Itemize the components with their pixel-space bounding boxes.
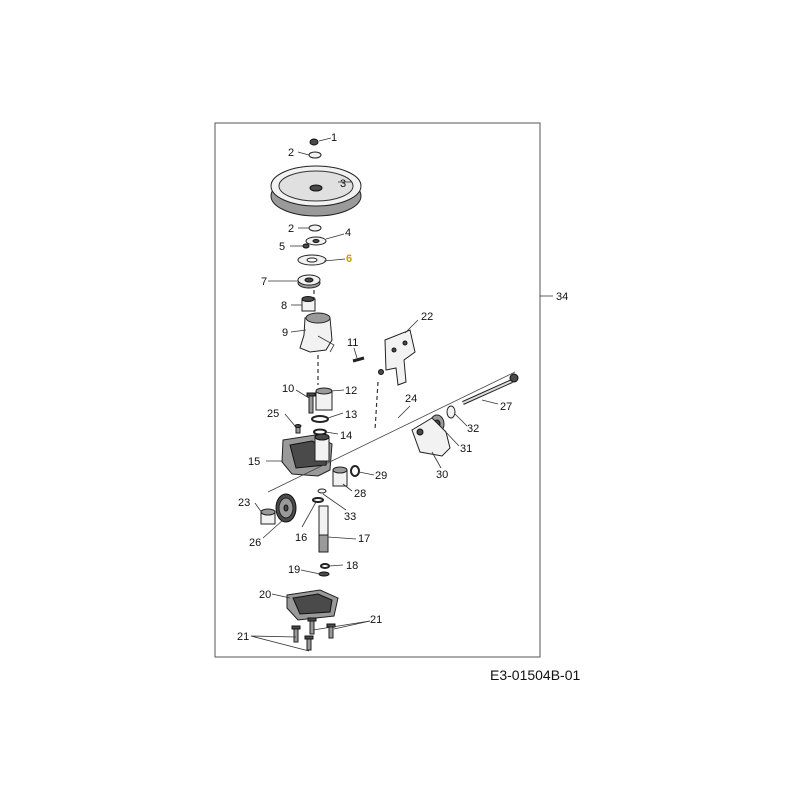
- part-11-pin: [352, 356, 365, 363]
- callout-19: 19: [288, 564, 300, 576]
- leader-lines: [250, 137, 553, 652]
- callout-10: 10: [282, 383, 294, 395]
- callout-24: 24: [405, 393, 417, 405]
- part-21-bolts: [291, 617, 336, 651]
- part-3-pulley: [270, 165, 362, 217]
- callout-15: 15: [248, 456, 260, 468]
- part-32-washer: [446, 405, 456, 419]
- callout-27: 27: [500, 401, 512, 413]
- part-1-nut: [309, 138, 319, 146]
- part-9-housing: [299, 312, 335, 353]
- callout-5: 5: [279, 241, 285, 253]
- part-16-ring: [312, 497, 324, 503]
- callout-29: 29: [375, 470, 387, 482]
- part-33-washer: [317, 488, 327, 494]
- callout-33: 33: [344, 511, 356, 523]
- diagram-frame: [214, 122, 541, 658]
- callout-7: 7: [261, 276, 267, 288]
- part-2-washer-lower: [308, 224, 322, 232]
- callout-32: 32: [467, 423, 479, 435]
- reference-code: E3-01504B-01: [490, 667, 581, 683]
- callout-18: 18: [346, 560, 358, 572]
- callout-12: 12: [345, 385, 357, 397]
- callout-34: 34: [556, 291, 568, 303]
- callout-labels: 1 2 3 2 4 5 6 7 8 9 11 22 34 10 12 24 27…: [237, 132, 568, 643]
- part-28-bushing: [332, 466, 348, 487]
- callout-30: 30: [436, 469, 448, 481]
- callout-16: 16: [295, 532, 307, 544]
- part-19-washer: [318, 571, 330, 577]
- callout-31: 31: [460, 443, 472, 455]
- callout-8: 8: [281, 300, 287, 312]
- axis-line-bracket: [374, 381, 379, 431]
- callout-20: 20: [259, 589, 271, 601]
- part-10-bolt: [306, 392, 316, 414]
- callout-26: 26: [249, 537, 261, 549]
- part-7-bearing: [297, 274, 321, 289]
- callout-23: 23: [238, 497, 250, 509]
- callout-25: 25: [267, 408, 279, 420]
- callout-4: 4: [345, 227, 351, 239]
- part-17-worm-shaft: [318, 505, 329, 553]
- callout-3: 3: [340, 178, 346, 190]
- callout-9: 9: [282, 327, 288, 339]
- part-6-washer: [297, 254, 327, 266]
- part-18-ring: [320, 563, 330, 569]
- callout-6: 6: [346, 253, 352, 265]
- part-20-lower-housing: [286, 589, 339, 621]
- callout-1: 1: [331, 132, 337, 144]
- part-27-shaft: [462, 373, 519, 405]
- part-29-ring: [350, 465, 360, 477]
- part-15-gearbox: [281, 433, 333, 477]
- callout-22: 22: [421, 311, 433, 323]
- part-30-plate: [411, 417, 451, 457]
- callout-28: 28: [354, 488, 366, 500]
- callout-2-lower: 2: [288, 223, 294, 235]
- part-4-spacer: [305, 236, 327, 246]
- part-2-washer-top: [308, 151, 322, 159]
- part-22-bracket: [378, 329, 416, 386]
- part-26-gear: [275, 493, 297, 523]
- part-12-sleeve: [315, 387, 333, 411]
- callout-11: 11: [347, 337, 358, 349]
- axis-line-24: [267, 371, 516, 493]
- part-13-oring: [311, 415, 329, 423]
- part-8-bushing: [301, 296, 316, 312]
- callout-21-right: 21: [370, 614, 382, 626]
- callout-21-left: 21: [237, 631, 249, 643]
- part-25-screw: [294, 424, 302, 434]
- callout-17: 17: [358, 533, 370, 545]
- callout-13: 13: [345, 409, 357, 421]
- callout-14: 14: [340, 430, 352, 442]
- callout-2-top: 2: [288, 147, 294, 159]
- part-23-sleeve: [260, 508, 276, 525]
- part-5-key: [302, 243, 310, 249]
